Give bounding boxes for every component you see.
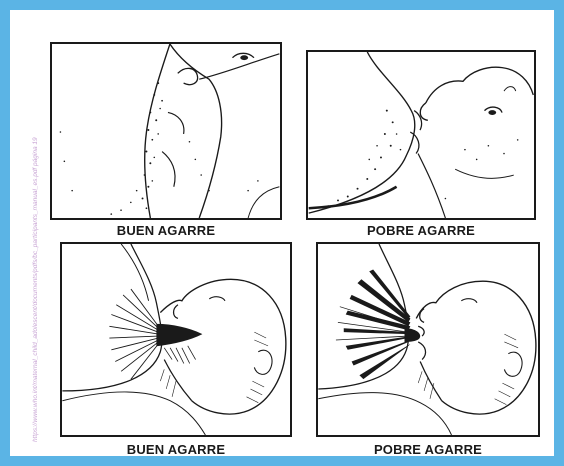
poor-latch-cross-section-illustration xyxy=(318,244,538,435)
caption-top-right: POBRE AGARRE xyxy=(306,223,536,238)
caption-bottom-left: BUEN AGARRE xyxy=(60,442,292,457)
good-latch-external-illustration xyxy=(52,44,280,218)
caption-bottom-right: POBRE AGARRE xyxy=(316,442,540,457)
panel-top-right-poor-latch xyxy=(306,50,536,220)
caption-top-left: BUEN AGARRE xyxy=(50,223,282,238)
panel-top-left-good-latch xyxy=(50,42,282,220)
source-credit: https://www.who.int/maternal_child_adole… xyxy=(32,42,42,442)
panel-bottom-right-poor-latch-cross-section xyxy=(316,242,540,437)
good-latch-cross-section-illustration xyxy=(62,244,290,435)
poor-latch-external-illustration xyxy=(308,52,534,218)
panel-bottom-left-good-latch-cross-section xyxy=(60,242,292,437)
